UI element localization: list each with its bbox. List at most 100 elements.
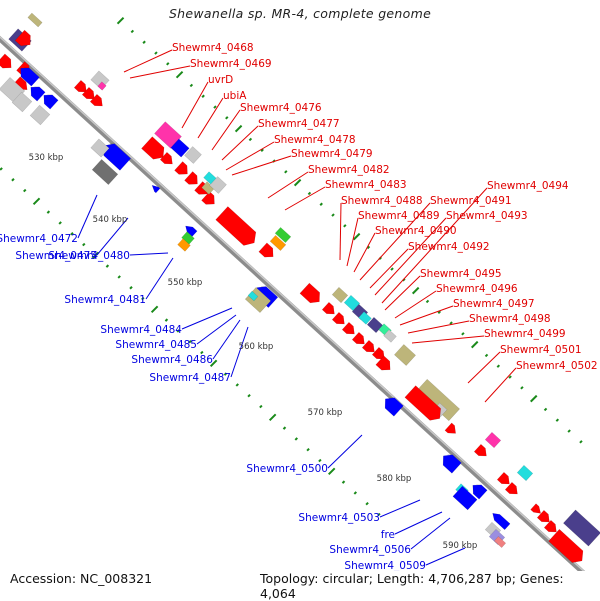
gene-label-forward: Shewmr4_0469 — [190, 58, 272, 70]
gene-feature — [473, 443, 487, 457]
tick-marks — [0, 16, 583, 517]
tick-mark — [201, 94, 205, 98]
label-leader — [384, 275, 421, 311]
label-leader — [284, 186, 326, 211]
label-leader — [230, 326, 249, 378]
gene-feature — [383, 329, 397, 343]
gene-label-forward: uvrD — [208, 74, 233, 86]
tick-mark — [470, 340, 479, 349]
tick-mark — [130, 29, 135, 34]
gene-feature — [0, 53, 12, 69]
gene-feature — [174, 161, 188, 175]
gene-feature — [452, 485, 478, 511]
gene-feature — [341, 321, 355, 335]
tick-mark — [352, 232, 361, 241]
tick-mark — [484, 353, 489, 358]
tick-mark — [247, 394, 251, 398]
tick-mark — [318, 458, 322, 463]
accession-text: Accession: NC_008321 — [8, 571, 155, 586]
tick-mark — [189, 83, 194, 88]
gene-feature — [496, 471, 510, 485]
label-leader — [411, 335, 485, 344]
label-leader — [197, 97, 224, 139]
tick-mark — [175, 70, 184, 79]
tick-mark — [105, 264, 110, 268]
topology-text: Topology: circular; Length: 4,706,287 bp… — [258, 571, 600, 601]
tick-mark — [209, 359, 218, 368]
gene-label-reverse: Shewmr4_0485 — [115, 339, 197, 351]
gene-label-forward: Shewmr4_0478 — [274, 134, 356, 146]
label-leader — [369, 248, 409, 289]
gene-feature — [563, 509, 600, 547]
gene-feature — [20, 67, 40, 87]
gene-label-forward: Shewmr4_0498 — [469, 313, 551, 325]
gene-feature — [11, 91, 33, 113]
gene-feature — [504, 481, 518, 495]
tick-mark — [461, 332, 465, 336]
gene-feature — [81, 86, 95, 100]
gene-feature — [472, 484, 488, 500]
gene-feature — [384, 397, 404, 417]
tick-mark — [294, 437, 298, 441]
tick-mark — [449, 321, 453, 325]
tick-mark — [341, 480, 346, 484]
tick-mark — [365, 502, 369, 506]
gene-feature — [274, 226, 292, 244]
genome-backbone — [0, 35, 600, 590]
gene-feature — [247, 290, 259, 302]
tick-mark — [225, 116, 229, 120]
gene-feature — [30, 86, 46, 102]
tick-mark — [154, 51, 158, 55]
gene-label-forward: Shewmr4_0494 — [487, 180, 569, 192]
gene-feature — [91, 159, 119, 185]
gene-feature — [492, 512, 511, 531]
label-leader — [96, 217, 129, 256]
label-leader — [339, 202, 342, 261]
gene-feature — [185, 225, 198, 238]
kbp-label: 570 kbp — [308, 408, 343, 418]
kbp-label: 560 kbp — [239, 342, 274, 352]
gene-label-forward: Shewmr4_0482 — [308, 164, 390, 176]
gene-feature — [90, 138, 110, 158]
gene-feature — [530, 503, 542, 514]
gene-feature — [366, 316, 384, 334]
tick-mark — [234, 124, 243, 133]
kbp-label: 590 kbp — [443, 541, 478, 551]
tick-mark — [200, 350, 204, 355]
label-leader — [225, 141, 275, 171]
label-leader — [353, 232, 376, 273]
gene-feature — [201, 191, 215, 205]
label-leader — [346, 217, 359, 267]
gene-label-forward: Shewmr4_0490 — [375, 225, 457, 237]
tick-mark — [508, 375, 512, 379]
gene-feature — [331, 311, 345, 325]
gene-label-forward: Shewmr4_0493 — [446, 210, 528, 222]
gene-feature — [27, 12, 43, 28]
label-leader — [181, 307, 233, 330]
label-leader — [394, 290, 437, 319]
tick-mark — [282, 426, 287, 430]
tick-mark — [260, 148, 264, 152]
tick-mark — [343, 224, 347, 228]
tick-mark — [164, 318, 169, 322]
gene-label-reverse: Shewmr4_0503 — [298, 512, 380, 524]
gene-feature — [321, 301, 335, 315]
gene-feature — [351, 331, 365, 345]
gene-feature — [89, 93, 103, 107]
gene-label-reverse: Shewmr4_0509 — [344, 560, 426, 572]
tick-mark — [543, 407, 548, 412]
gene-feature — [444, 422, 456, 434]
tick-mark — [284, 170, 288, 174]
gene-feature — [516, 464, 534, 482]
gene-feature — [442, 454, 462, 474]
tick-mark — [70, 232, 74, 236]
gene-label-forward: Shewmr4_0468 — [172, 42, 254, 54]
label-leader — [267, 171, 309, 199]
kbp-label: 580 kbp — [377, 474, 412, 484]
gene-feature — [97, 81, 107, 91]
gene-label-reverse: Shewmr4_0506 — [329, 544, 411, 556]
tick-mark — [248, 137, 253, 142]
tick-mark — [306, 448, 310, 452]
gene-feature — [331, 286, 349, 304]
label-leader — [484, 367, 517, 403]
